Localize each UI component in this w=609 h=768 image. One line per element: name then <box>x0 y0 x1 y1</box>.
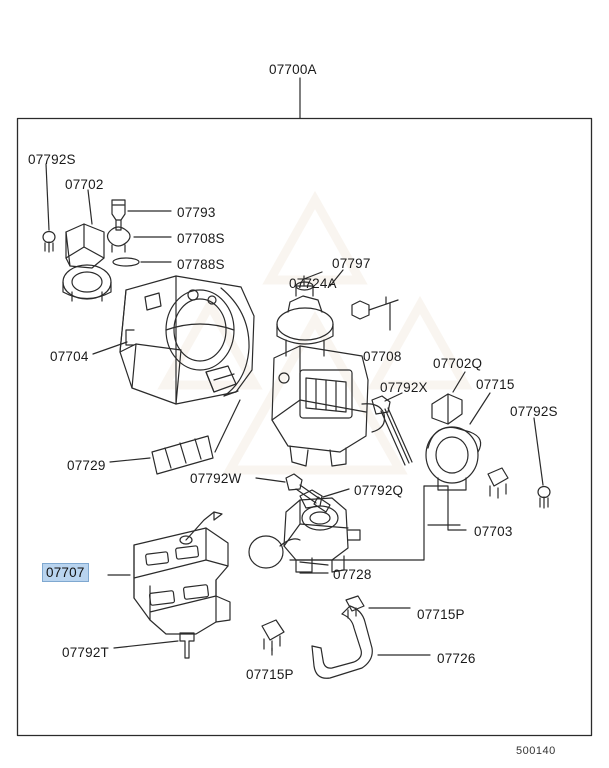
drawing-number: 500140 <box>516 745 556 757</box>
label-07726: 07726 <box>437 651 476 666</box>
label-07792Q: 07792Q <box>354 483 404 498</box>
label-07724A: 07724A <box>289 276 337 291</box>
label-07715P-right: 07715P <box>417 607 465 622</box>
label-07788S: 07788S <box>177 257 225 272</box>
label-07704: 07704 <box>50 349 89 364</box>
label-07703: 07703 <box>474 524 513 539</box>
label-07707-highlighted[interactable]: 07707 <box>42 563 89 582</box>
label-07792S-right: 07792S <box>510 404 558 419</box>
label-07792T: 07792T <box>62 645 109 660</box>
label-07702: 07702 <box>65 177 104 192</box>
label-07792W: 07792W <box>190 471 242 486</box>
label-07728: 07728 <box>333 567 372 582</box>
label-07708S: 07708S <box>177 231 225 246</box>
label-07708: 07708 <box>363 349 402 364</box>
label-07715: 07715 <box>476 377 515 392</box>
label-07797: 07797 <box>332 256 371 271</box>
label-07729: 07729 <box>67 458 106 473</box>
label-07793: 07793 <box>177 205 216 220</box>
label-07792S-top: 07792S <box>28 152 76 167</box>
label-07792X: 07792X <box>380 380 428 395</box>
label-07700A: 07700A <box>269 62 317 77</box>
label-07702Q: 07702Q <box>433 356 483 371</box>
label-07715P-bottom: 07715P <box>246 667 294 682</box>
